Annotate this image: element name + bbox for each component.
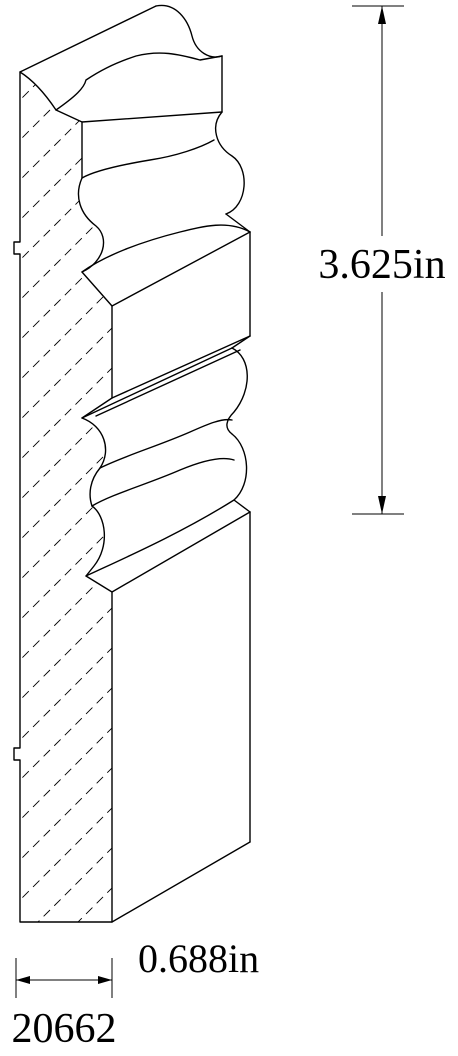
molding-surfaces: [19, 4, 251, 923]
thickness-dimension: [15, 958, 113, 998]
section-outline: [13, 71, 113, 923]
thickness-dimension-label: 0.688in: [138, 936, 259, 981]
height-dimension: [352, 5, 404, 515]
part-number: 20662: [12, 1006, 117, 1052]
section-hatching: [14, 72, 112, 922]
height-dimension-label: 3.625in: [318, 242, 445, 288]
